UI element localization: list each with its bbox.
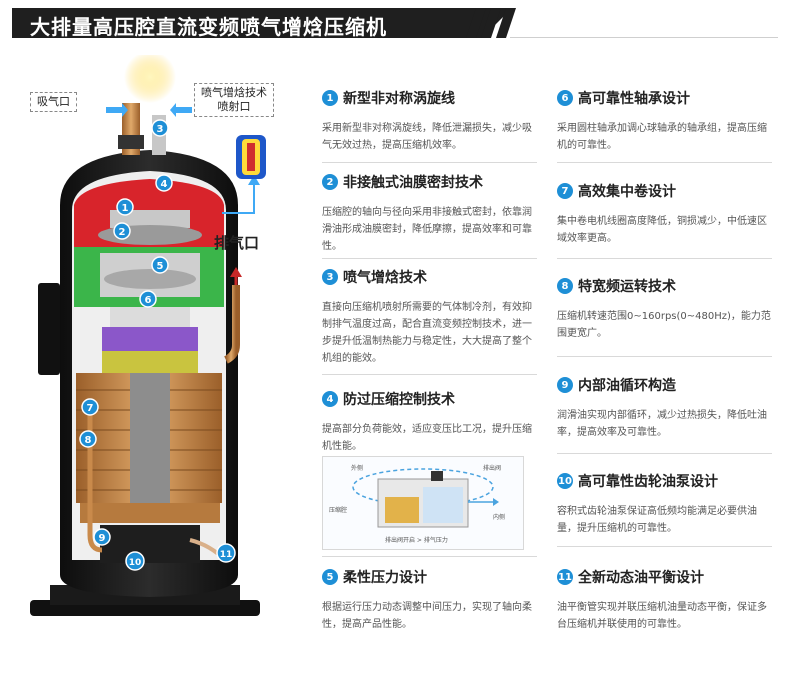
feature-7-title: 高效集中卷设计 [578, 184, 676, 200]
feature-9-desc: 润滑油实现内部循环，减少过热损失，降低吐油率，提高效率及可靠性。 [557, 410, 767, 438]
compressor-cutaway: 1 2 3 4 5 6 7 8 9 10 11 吸气口 喷气增焓技术 喷射口 排… [10, 51, 310, 625]
feature-9-title: 内部油循环构造 [578, 378, 676, 394]
feature-11-title: 全新动态油平衡设计 [578, 570, 704, 586]
feature-10-desc: 容积式齿轮油泵保证高低频均能满足必要供油量，提升压缩机的可靠性。 [557, 506, 757, 534]
divider [557, 546, 772, 547]
inset-label-valve: 排出阀 [483, 465, 502, 472]
feature-9: 9 内部油循环构造 润滑油实现内部循环，减少过热损失，降低吐油率，提高效率及可靠性… [557, 375, 772, 441]
marker-5-label: 5 [157, 261, 164, 272]
marker-1-label: 1 [122, 203, 129, 214]
feature-4: 4 防过压缩控制技术 提高部分负荷能效，适应变压比工况，提升压缩机性能。 [322, 389, 537, 455]
marker-5 [151, 256, 169, 274]
feature-10-title: 高可靠性齿轮油泵设计 [578, 474, 718, 490]
marker-3-label: 3 [157, 124, 164, 135]
inset-caption: 排出阀开启 > 排气压力 [385, 537, 448, 544]
divider [322, 162, 537, 163]
marker-10 [125, 551, 145, 571]
feature-5-desc: 根据运行压力动态调整中间压力，实现了轴向柔性，提高产品性能。 [322, 602, 532, 630]
feature-2: 2 非接触式油膜密封技术 压缩腔的轴向与径向采用非接触式密封，依靠润滑油形成油膜密… [322, 172, 537, 255]
feature-1-desc: 采用新型非对称涡旋线，降低泄漏损失，减少吸气无效过热，提高压缩机效率。 [322, 123, 532, 151]
injection-port-label: 喷气增焓技术 喷射口 [194, 83, 274, 117]
divider [557, 356, 772, 357]
divider [322, 258, 537, 259]
marker-2-label: 2 [119, 227, 126, 238]
marker-8-label: 8 [85, 435, 92, 446]
divider [557, 453, 772, 454]
compressor-illustration: 1 2 3 4 5 6 7 8 9 10 11 [30, 51, 266, 616]
feature-1-title: 新型非对称涡旋线 [343, 91, 455, 107]
marker-3 [151, 119, 169, 137]
marker-8 [79, 430, 97, 448]
feature-6-title: 高可靠性轴承设计 [578, 91, 690, 107]
marker-11-label: 11 [220, 550, 233, 560]
feature-10-number: 10 [557, 473, 573, 489]
divider [557, 258, 772, 259]
overcompression-diagram-art [352, 468, 499, 528]
feature-4-desc: 提高部分负荷能效，适应变压比工况，提升压缩机性能。 [322, 424, 532, 452]
inset-label-inner: 内侧 [493, 514, 506, 521]
feature-8-title: 特宽频运转技术 [578, 279, 676, 295]
divider [322, 374, 537, 375]
marker-4 [155, 174, 173, 192]
feature-8-desc: 压缩机转速范围0~160rps(0~480Hz)，能力范围更宽广。 [557, 311, 771, 339]
feature-9-number: 9 [557, 377, 573, 393]
feature-2-desc: 压缩腔的轴向与径向采用非接触式密封，依靠润滑油形成油膜密封，降低摩擦，提高效率和… [322, 207, 532, 252]
feature-3: 3 喷气增焓技术 直接向压缩机喷射所需要的气体制冷剂，有效抑制排气温度过高，配合直… [322, 267, 537, 367]
divider [557, 162, 772, 163]
marker-1 [116, 198, 134, 216]
feature-4-number: 4 [322, 391, 338, 407]
marker-6-label: 6 [145, 295, 152, 306]
feature-7-number: 7 [557, 183, 573, 199]
feature-6-number: 6 [557, 90, 573, 106]
marker-9-label: 9 [99, 533, 106, 544]
header-rule [510, 37, 778, 38]
marker-10-label: 10 [129, 558, 142, 568]
feature-3-desc: 直接向压缩机喷射所需要的气体制冷剂，有效抑制排气温度过高，配合直流变频控制技术，… [322, 302, 532, 364]
feature-11: 11 全新动态油平衡设计 油平衡管实现并联压缩机油量动态平衡，保证多台压缩机并联使… [557, 567, 772, 633]
injection-label-line2: 喷射口 [217, 100, 251, 113]
feature-2-title: 非接触式油膜密封技术 [343, 175, 483, 191]
marker-11 [216, 543, 236, 563]
header: 大排量高压腔直流变频喷气增焓压缩机 [0, 0, 790, 46]
feature-5: 5 柔性压力设计 根据运行压力动态调整中间压力，实现了轴向柔性，提高产品性能。 [322, 567, 537, 633]
feature-10: 10 高可靠性齿轮油泵设计 容积式齿轮油泵保证高低频均能满足必要供油量，提升压缩机… [557, 471, 772, 537]
feature-11-desc: 油平衡管实现并联压缩机油量动态平衡，保证多台压缩机并联使用的可靠性。 [557, 602, 767, 630]
feature-1: 1 新型非对称涡旋线 采用新型非对称涡旋线，降低泄漏损失，减少吸气无效过热，提高压… [322, 88, 537, 154]
inset-label-chamber: 压缩腔 [329, 507, 348, 514]
marker-6 [139, 290, 157, 308]
header-bar [12, 8, 512, 38]
intake-label: 吸气口 [30, 92, 77, 112]
marker-9 [93, 528, 111, 546]
feature-8-number: 8 [557, 278, 573, 294]
feature-6-desc: 采用圆柱轴承加调心球轴承的轴承组，提高压缩机的可靠性。 [557, 123, 767, 151]
feature-3-number: 3 [322, 269, 338, 285]
overcompression-diagram: 外侧 排出阀 压缩腔 内侧 排出阀开启 > 排气压力 [322, 456, 524, 550]
feature-7-desc: 集中卷电机线圈高度降低，铜损减少，中低速区域效率更高。 [557, 216, 767, 244]
exhaust-label: 排气口 [214, 234, 260, 252]
feature-3-title: 喷气增焓技术 [343, 270, 427, 286]
marker-2 [113, 222, 131, 240]
marker-7 [81, 398, 99, 416]
page-title: 大排量高压腔直流变频喷气增焓压缩机 [30, 15, 387, 39]
header-stripes [466, 8, 516, 38]
marker-4-label: 4 [161, 179, 168, 190]
feature-5-title: 柔性压力设计 [343, 570, 427, 586]
feature-6: 6 高可靠性轴承设计 采用圆柱轴承加调心球轴承的轴承组，提高压缩机的可靠性。 [557, 88, 772, 154]
feature-2-number: 2 [322, 174, 338, 190]
divider [322, 556, 537, 557]
marker-7-label: 7 [87, 403, 94, 414]
feature-4-title: 防过压缩控制技术 [343, 392, 455, 408]
feature-5-number: 5 [322, 569, 338, 585]
feature-7: 7 高效集中卷设计 集中卷电机线圈高度降低，铜损减少，中低速区域效率更高。 [557, 181, 772, 247]
feature-1-number: 1 [322, 90, 338, 106]
feature-8: 8 特宽频运转技术 压缩机转速范围0~160rps(0~480Hz)，能力范围更宽… [557, 276, 772, 342]
inset-label-outer: 外侧 [351, 465, 364, 472]
injection-label-line1: 喷气增焓技术 [201, 86, 267, 99]
feature-11-number: 11 [557, 569, 573, 585]
